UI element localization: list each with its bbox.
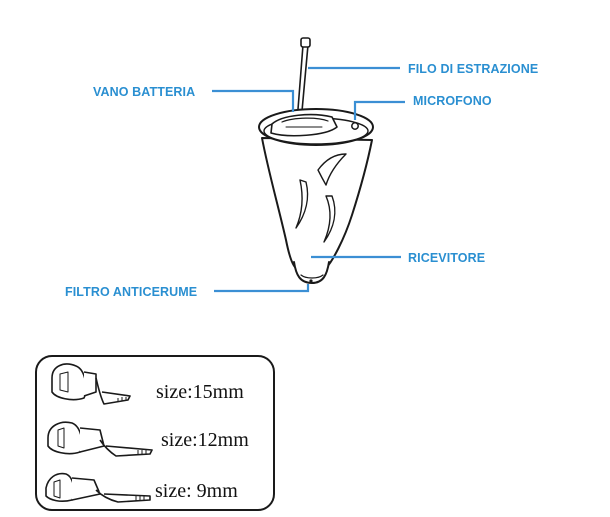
size-label-15mm: size:15mm xyxy=(156,381,244,403)
ear-dome-icon xyxy=(51,363,131,405)
label-microfono: MICROFONO xyxy=(413,94,492,108)
label-filtro-anticerume: FILTRO ANTICERUME xyxy=(65,285,198,299)
ear-dome-icon xyxy=(45,472,151,503)
device-shell xyxy=(261,137,373,269)
hearing-aid-icon xyxy=(258,37,374,284)
size-box xyxy=(35,355,275,511)
label-ricevitore: RICEVITORE xyxy=(408,251,486,265)
label-vano-batteria: VANO BATTERIA xyxy=(93,85,196,99)
leader-lines xyxy=(212,66,405,293)
size-label-12mm: size:12mm xyxy=(161,429,249,451)
microphone-port xyxy=(351,122,359,130)
size-label-9mm: size: 9mm xyxy=(155,480,238,502)
leader-vano xyxy=(212,89,295,112)
leader-filtro xyxy=(214,284,310,293)
leader-microfono xyxy=(353,100,405,120)
ear-dome-icon xyxy=(47,421,153,457)
receiver-tip xyxy=(293,261,330,284)
label-filo-estrazione: FILO DI ESTRAZIONE xyxy=(408,62,539,76)
